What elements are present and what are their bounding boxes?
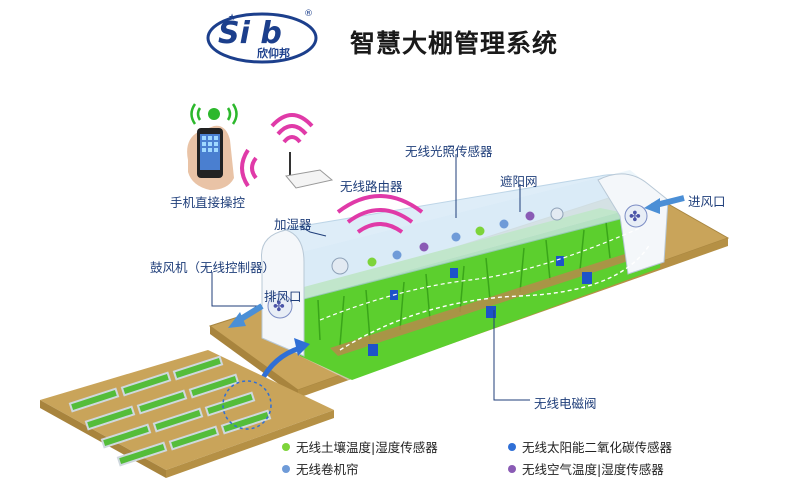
sensor-dot	[475, 226, 485, 236]
label-solenoid-valve: 无线电磁阀	[534, 396, 597, 411]
label-wireless-router: 无线路由器	[340, 179, 403, 194]
phone-signal	[240, 148, 258, 188]
ground-board-edge	[210, 326, 298, 398]
sensor-device	[550, 207, 564, 221]
sensor-dot	[367, 257, 377, 267]
leader-lines	[211, 154, 530, 401]
router-body	[285, 169, 334, 189]
grass-blades	[317, 221, 645, 346]
phone-wifi-dot	[208, 108, 220, 120]
legend-dot	[508, 443, 516, 451]
svg-text:✤: ✤	[273, 299, 285, 315]
label-air-inlet: 进风口	[688, 194, 726, 209]
inlet-fan	[624, 204, 648, 228]
upper-signal	[270, 113, 314, 144]
valve-marker	[450, 268, 458, 278]
legend-item: 无线太阳能二氧化碳传感器	[522, 440, 673, 455]
router-signal	[336, 194, 424, 234]
page-title: 智慧大棚管理系统	[350, 29, 559, 58]
label-phone-control: 手机直接操控	[170, 195, 246, 210]
sensor-dot	[451, 232, 461, 242]
legend-dot	[282, 465, 290, 473]
sensor-dot	[419, 242, 429, 252]
label-shade-net: 遮阳网	[500, 174, 538, 189]
label-light-sensor: 无线光照传感器	[405, 144, 493, 159]
brand-logo-text: Si b	[218, 16, 282, 51]
svg-text:✤: ✤	[629, 209, 641, 225]
sensor-dot	[392, 250, 402, 260]
irrigation-line	[339, 243, 651, 351]
logo-ring	[206, 12, 318, 64]
front-end-wall	[261, 229, 305, 357]
valve-marker	[556, 256, 564, 266]
valve-marker	[582, 272, 592, 284]
legend-item: 无线土壤温度|湿度传感器	[296, 440, 438, 455]
svg-text:★: ★	[228, 13, 236, 23]
sensor-dot	[499, 219, 509, 229]
dirt-path	[330, 246, 656, 356]
legend-dot	[282, 443, 290, 451]
label-humidifier: 加湿器	[274, 217, 312, 232]
legend-item: 无线卷机帘	[296, 462, 359, 477]
label-exhaust: 排风口	[264, 289, 302, 304]
irrigation-line	[319, 227, 641, 321]
exhaust-fan	[267, 293, 293, 319]
brand-name: 欣仰邦	[257, 47, 290, 60]
humidifier-device	[331, 257, 349, 275]
label-blower: 鼓风机（无线控制器）	[150, 260, 276, 275]
legend-item: 无线空气温度|湿度传感器	[522, 462, 664, 477]
valve-marker	[486, 306, 496, 318]
mini-greenhouses	[68, 355, 272, 467]
zoom-circle	[222, 380, 272, 430]
valve-marker	[368, 344, 378, 356]
legend-dot	[508, 465, 516, 473]
phone-wifi-icon	[190, 103, 238, 125]
sensor-dot	[525, 211, 535, 221]
registered-mark: ®	[304, 9, 313, 19]
